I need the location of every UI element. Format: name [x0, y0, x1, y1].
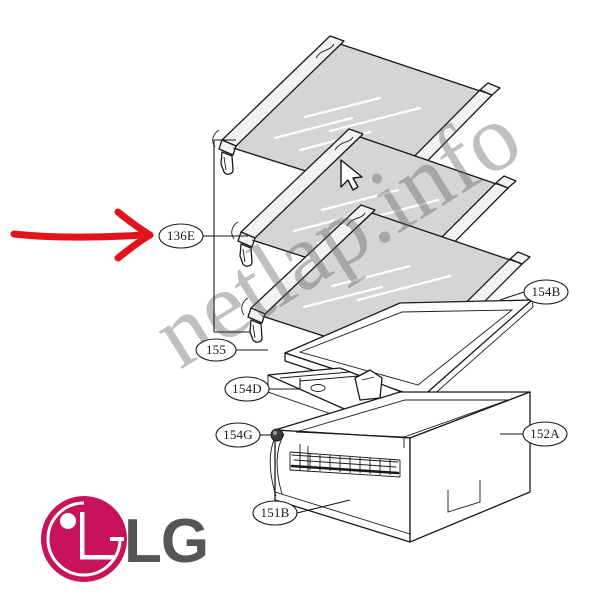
red-arrow	[10, 208, 154, 262]
drawer-assembly	[269, 391, 531, 543]
lg-wordmark: LG	[124, 507, 208, 576]
callout-label-136e: 136E	[167, 228, 195, 243]
callout-label-155: 155	[206, 342, 226, 357]
callout-label-151b: 151B	[261, 505, 290, 520]
callout-154g[interactable]: 154G	[215, 422, 261, 448]
callout-154d[interactable]: 154D	[224, 376, 270, 402]
lg-mouth	[80, 555, 114, 560]
callout-152a[interactable]: 152A	[522, 421, 568, 447]
callouts: 136E 154B 155 154D 154G 152A	[158, 223, 569, 526]
callout-155[interactable]: 155	[195, 338, 237, 362]
mouse-cursor	[340, 159, 363, 191]
callout-label-152a: 152A	[530, 426, 560, 441]
leader-lines	[203, 139, 525, 514]
callout-label-154d: 154D	[232, 381, 262, 396]
callout-154b[interactable]: 154B	[523, 279, 569, 305]
lg-eye	[60, 513, 76, 529]
lg-nose	[80, 512, 85, 559]
callout-151b[interactable]: 151B	[252, 500, 298, 526]
lg-logo: LG	[41, 496, 209, 582]
lg-g-bar	[110, 537, 124, 541]
callout-label-154b: 154B	[532, 284, 561, 299]
callout-136e[interactable]: 136E	[158, 223, 204, 249]
callout-label-154g: 154G	[223, 427, 253, 442]
